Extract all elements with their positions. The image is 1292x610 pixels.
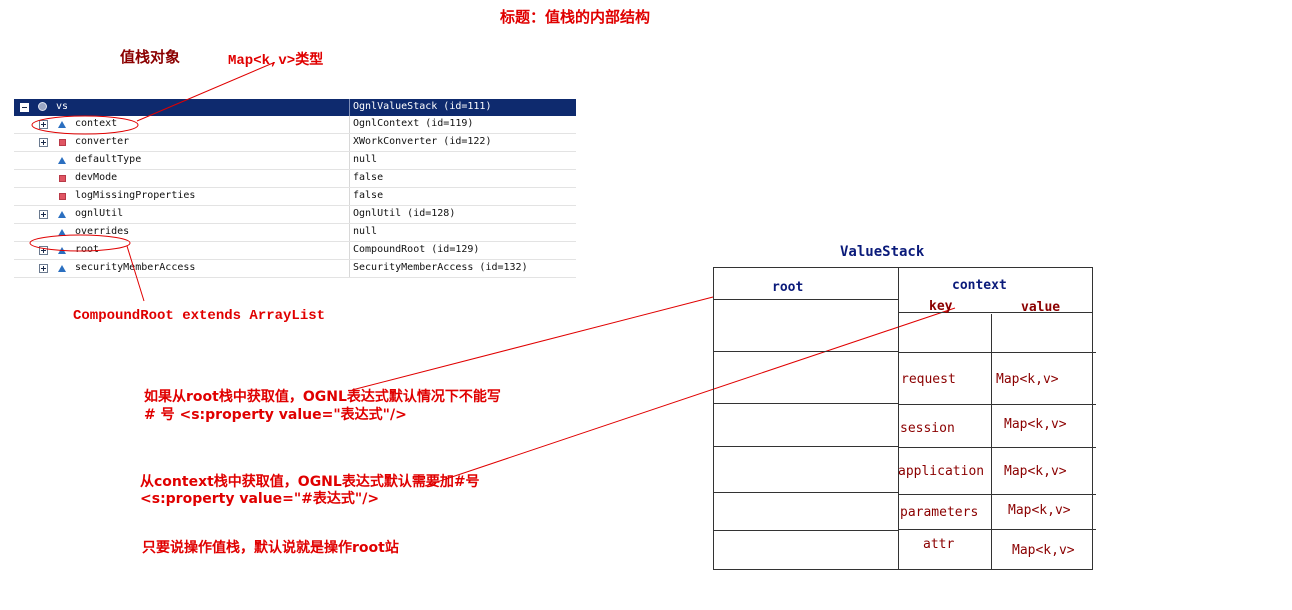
variable-name: devMode	[75, 172, 118, 183]
tree-row-ognlUtil[interactable]: ognlUtil OgnlUtil (id=128)	[14, 206, 576, 224]
context-key-attr: attr	[923, 537, 955, 552]
variable-name: vs	[56, 101, 69, 112]
root-column-header: root	[772, 280, 804, 295]
variable-value: null	[353, 226, 378, 237]
context-note-line-1: 从context栈中获取值，OGNL表达式默认需要加#号	[140, 474, 480, 490]
context-value-parameters: Map<k,v>	[1008, 503, 1071, 518]
triangle-icon	[58, 247, 66, 254]
expand-icon[interactable]	[39, 264, 48, 273]
tree-row-defaultType[interactable]: defaultType null	[14, 152, 576, 170]
expand-icon[interactable]	[39, 210, 48, 219]
value-stack-title: ValueStack	[840, 244, 925, 260]
expand-icon[interactable]	[39, 246, 48, 255]
context-key-application: application	[898, 464, 985, 479]
variable-name: overrides	[75, 226, 130, 237]
context-note-line-2: <s:property value="#表达式"/>	[140, 491, 380, 507]
expand-icon[interactable]	[39, 138, 48, 147]
tree-row-vs[interactable]: vs OgnlValueStack (id=111)	[14, 99, 576, 116]
triangle-icon	[58, 157, 66, 164]
page-title: 标题：值栈的内部结构	[500, 8, 651, 26]
square-icon	[59, 139, 66, 146]
variable-name: defaultType	[75, 154, 142, 165]
collapse-icon[interactable]	[20, 103, 29, 112]
context-column-header: context	[952, 278, 1007, 293]
square-icon	[59, 193, 66, 200]
context-value-request: Map<k,v>	[996, 372, 1059, 387]
tree-row-converter[interactable]: converter XWorkConverter (id=122)	[14, 134, 576, 152]
variable-name: securityMemberAccess	[75, 262, 196, 273]
variable-value: false	[353, 190, 384, 201]
variable-value: SecurityMemberAccess (id=132)	[353, 262, 528, 273]
tree-row-securityMemberAccess[interactable]: securityMemberAccess SecurityMemberAccess…	[14, 260, 576, 278]
root-note-pointer	[351, 296, 714, 391]
context-value-application: Map<k,v>	[1004, 464, 1067, 479]
tree-row-devMode[interactable]: devMode false	[14, 170, 576, 188]
variable-value: OgnlValueStack (id=111)	[353, 101, 492, 112]
context-key-parameters: parameters	[900, 505, 979, 520]
object-icon	[38, 102, 47, 111]
variable-name: root	[75, 244, 100, 255]
tree-row-logMissingProperties[interactable]: logMissingProperties false	[14, 188, 576, 206]
context-value-attr: Map<k,v>	[1012, 543, 1075, 558]
variable-value: OgnlContext (id=119)	[353, 118, 474, 129]
value-column-header: value	[1021, 300, 1061, 315]
triangle-icon	[58, 265, 66, 272]
context-key-session: session	[900, 421, 955, 436]
variables-tree: vs OgnlValueStack (id=111) context OgnlCo…	[14, 99, 576, 278]
triangle-icon	[58, 229, 66, 236]
variable-value: false	[353, 172, 384, 183]
key-column-header: key	[929, 299, 953, 314]
variable-name: ognlUtil	[75, 208, 124, 219]
variable-value: CompoundRoot (id=129)	[353, 244, 480, 255]
triangle-icon	[58, 211, 66, 218]
variable-name: context	[75, 118, 118, 129]
variable-value: null	[353, 154, 378, 165]
tree-row-overrides[interactable]: overrides null	[14, 224, 576, 242]
expand-icon[interactable]	[39, 120, 48, 129]
operate-note: 只要说操作值栈，默认说就是操作root站	[142, 540, 399, 556]
variable-name: converter	[75, 136, 130, 147]
compound-root-label: CompoundRoot extends ArrayList	[73, 308, 326, 324]
square-icon	[59, 175, 66, 182]
root-note-line-1: 如果从root栈中获取值，OGNL表达式默认情况下不能写	[144, 389, 501, 405]
root-note-line-2: # 号 <s:property value="表达式"/>	[144, 407, 407, 423]
variable-value: OgnlUtil (id=128)	[353, 208, 456, 219]
tree-row-root[interactable]: root CompoundRoot (id=129)	[14, 242, 576, 260]
variable-value: XWorkConverter (id=122)	[353, 136, 492, 147]
context-key-request: request	[901, 372, 956, 387]
context-value-session: Map<k,v>	[1004, 417, 1067, 432]
triangle-icon	[58, 121, 66, 128]
variable-name: logMissingProperties	[75, 190, 196, 201]
map-type-label: Map<k,v>类型	[228, 53, 324, 69]
tree-row-context[interactable]: context OgnlContext (id=119)	[14, 116, 576, 134]
value-stack-object-label: 值栈对象	[120, 48, 181, 66]
